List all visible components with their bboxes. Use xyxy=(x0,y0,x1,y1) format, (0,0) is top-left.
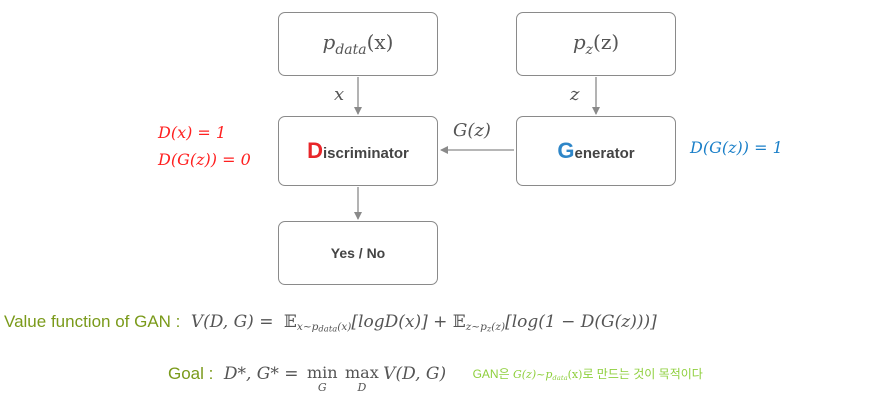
annotation-g-goal: D(G(z)) = 1 xyxy=(690,138,783,157)
goal-lhs: D*, G* = xyxy=(223,364,299,384)
goal-label: Goal : xyxy=(168,364,214,383)
edge-label-gz: G(z) xyxy=(453,120,491,141)
output-label: Yes / No xyxy=(330,245,386,261)
edge-label-z: z xyxy=(570,84,580,105)
pdata-label: pdata(x) xyxy=(322,30,394,58)
value-function-row: Value function of GAN : V(D, G) = 𝔼x~pda… xyxy=(4,312,657,334)
expectation-1: 𝔼x~pdata(x) xyxy=(283,312,352,334)
generator-label: Generator xyxy=(557,138,635,163)
discriminator-node: Discriminator xyxy=(278,116,438,186)
annotation-d-real: D(x) = 1 xyxy=(158,123,227,142)
discriminator-label: Discriminator xyxy=(307,138,409,163)
goal-note: GAN은 G(z)~pdata(x)로 만드는 것이 목적이다 xyxy=(472,367,703,383)
pz-label: pz(z) xyxy=(572,30,620,58)
pz-node: pz(z) xyxy=(516,12,676,76)
value-function-label: Value function of GAN : xyxy=(4,312,181,331)
goal-min: min G xyxy=(306,363,338,394)
output-node: Yes / No xyxy=(278,221,438,285)
value-function-term1: [logD(x)] + xyxy=(351,312,453,332)
expectation-2: 𝔼z~pz(z) xyxy=(452,312,506,334)
value-function-lhs: V(D, G) = xyxy=(190,312,274,332)
goal-row: Goal : D*, G* = min G max D V(D, G) GAN은… xyxy=(168,363,703,394)
edge-label-x: x xyxy=(334,84,345,105)
annotation-d-fake: D(G(z)) = 0 xyxy=(158,150,251,169)
goal-rhs: V(D, G) xyxy=(383,364,447,384)
value-function-term2: [log(1 − D(G(z)))] xyxy=(505,312,657,332)
generator-node: Generator xyxy=(516,116,676,186)
pdata-node: pdata(x) xyxy=(278,12,438,76)
goal-max: max D xyxy=(344,363,379,394)
